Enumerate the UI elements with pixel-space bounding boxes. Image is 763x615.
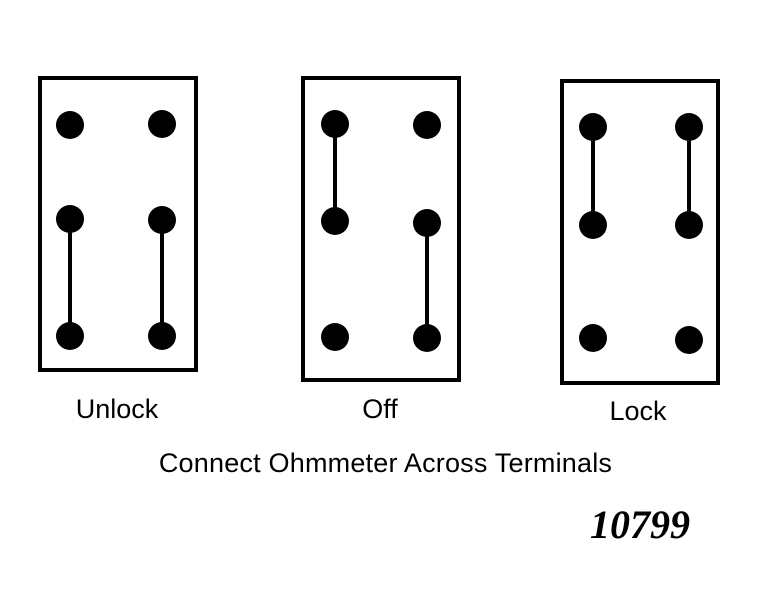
terminal-bottom-right [148,322,176,350]
terminal-top-left [56,111,84,139]
terminal-top-right [413,111,441,139]
switch-label-lock: Lock [609,396,667,426]
figure-number: 10799 [590,502,690,547]
terminal-middle-left [321,207,349,235]
switch-unlock [38,76,198,372]
switch-label-off: Off [362,394,398,424]
diagram-caption: Connect Ohmmeter Across Terminals [158,448,613,478]
terminal-top-right [675,113,703,141]
terminal-top-left [321,110,349,138]
terminal-bottom-right [413,324,441,352]
switch-off [301,76,461,382]
switch-label-unlock: Unlock [75,394,159,424]
terminal-middle-right [413,209,441,237]
switch-lock [560,79,720,385]
switch-unlock-body [38,76,198,372]
terminal-bottom-left [321,323,349,351]
terminal-middle-right [148,206,176,234]
switch-off-body [301,76,461,382]
terminal-top-right [148,110,176,138]
terminal-middle-left [56,205,84,233]
terminal-bottom-left [56,322,84,350]
terminal-middle-left [579,211,607,239]
terminal-top-left [579,113,607,141]
terminal-bottom-left [579,324,607,352]
terminal-middle-right [675,211,703,239]
terminal-bottom-right [675,326,703,354]
switch-lock-body [560,79,720,385]
